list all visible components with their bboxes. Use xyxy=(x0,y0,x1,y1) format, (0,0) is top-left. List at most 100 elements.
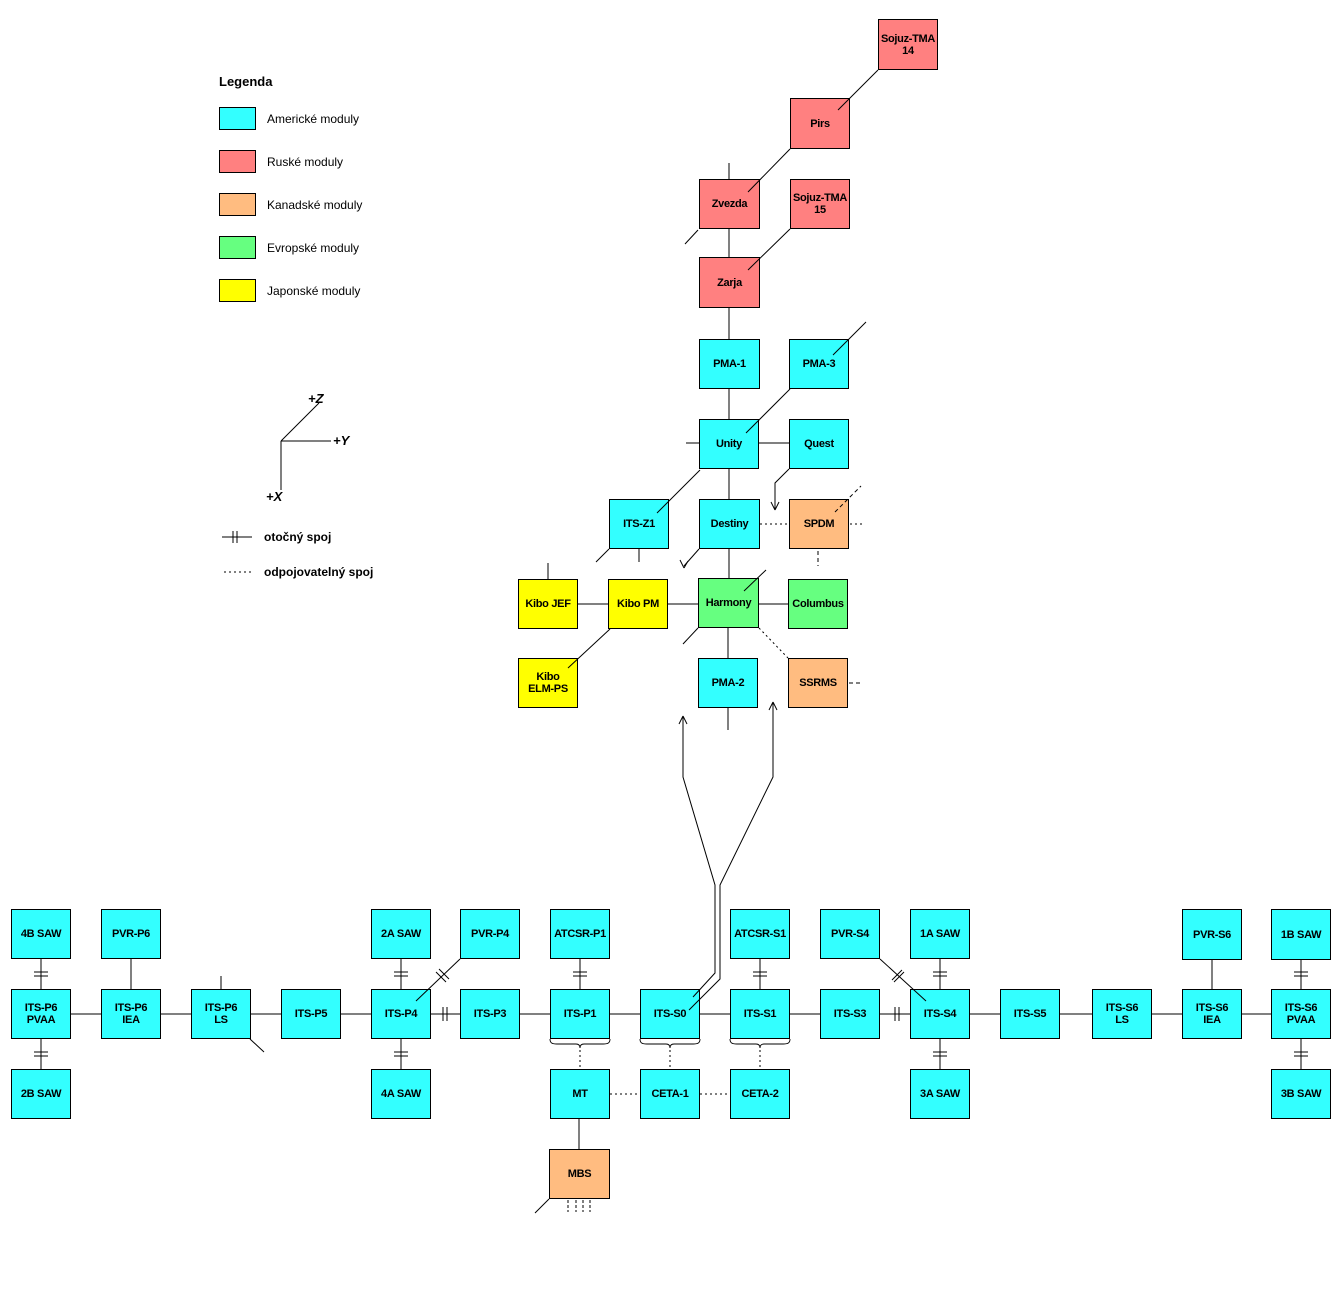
module-label: Zarja xyxy=(717,276,742,289)
module-label: PMA-1 xyxy=(713,358,746,370)
legend-swatch-japanese xyxy=(219,279,256,302)
module-2a-saw: 2A SAW xyxy=(371,909,431,959)
module-4a-saw: 4A SAW xyxy=(371,1069,431,1119)
axis-label-z: +Z xyxy=(308,391,324,406)
legend-item: Americké moduly xyxy=(219,107,362,130)
module-4b-saw: 4B SAW xyxy=(11,909,71,959)
module-label: 2A SAW xyxy=(381,928,421,940)
module-label: MBS xyxy=(567,1168,592,1180)
module-label: ATCSR-S1 xyxy=(734,928,786,940)
module-pirs: Pirs xyxy=(790,98,850,149)
module-destiny: Destiny xyxy=(699,499,760,549)
module-3b-saw: 3B SAW xyxy=(1271,1069,1331,1119)
module-label: 1B SAW xyxy=(1280,928,1322,941)
module-pvr-s4: PVR-S4 xyxy=(820,909,880,959)
module-its-p4: ITS-P4 xyxy=(371,989,431,1039)
module-label: PVR-P4 xyxy=(471,928,509,940)
module-its-s5: ITS-S5 xyxy=(1000,989,1060,1039)
module-label: PMA-3 xyxy=(802,358,836,370)
module-label: Sojuz-TMA 15 xyxy=(792,192,848,216)
module-label: Destiny xyxy=(710,518,749,530)
module-mt: MT xyxy=(550,1069,610,1119)
module-label: SSRMS xyxy=(799,677,837,689)
module-label: Kibo ELM-PS xyxy=(528,671,568,695)
module-label: SPDM xyxy=(803,518,835,530)
module-label: ITS-S3 xyxy=(833,1008,867,1020)
module-label: 3B SAW xyxy=(1280,1088,1322,1100)
module-its-s6-ls: ITS-S6 LS xyxy=(1092,989,1152,1039)
module-atcsr-p1: ATCSR-P1 xyxy=(550,909,610,959)
module-its-s6-iea: ITS-S6 IEA xyxy=(1182,989,1242,1039)
module-label: Kibo PM xyxy=(617,598,659,610)
module-label: ATCSR-P1 xyxy=(554,928,606,940)
module-pvr-s6: PVR-S6 xyxy=(1182,909,1242,960)
legend-swatch-european xyxy=(219,236,256,259)
module-zvezda: Zvezda xyxy=(699,179,760,229)
module-label: 2B SAW xyxy=(20,1088,62,1100)
module-its-s0: ITS-S0 xyxy=(640,989,700,1039)
legend-title: Legenda xyxy=(219,74,273,89)
module-label: ITS-P1 xyxy=(563,1008,597,1020)
module-label: ITS-S4 xyxy=(923,1008,957,1020)
module-3a-saw: 3A SAW xyxy=(910,1069,970,1119)
module-label: ITS-S1 xyxy=(743,1008,777,1020)
module-1b-saw: 1B SAW xyxy=(1271,909,1331,960)
module-label: PMA-2 xyxy=(711,677,745,689)
module-label: ITS-P6 PVAA xyxy=(24,1002,58,1026)
module-2b-saw: 2B SAW xyxy=(11,1069,71,1119)
module-atcsr-s1: ATCSR-S1 xyxy=(730,909,790,959)
module-mbs: MBS xyxy=(549,1149,610,1199)
module-label: Zvezda xyxy=(711,198,748,210)
module-label: Harmony xyxy=(705,597,752,609)
module-pvr-p6: PVR-P6 xyxy=(101,909,161,959)
module-label: ITS-S5 xyxy=(1013,1008,1047,1020)
module-label: ITS-S0 xyxy=(653,1008,687,1020)
module-quest: Quest xyxy=(789,419,849,469)
module-label: Columbus xyxy=(792,598,844,610)
module-its-s3: ITS-S3 xyxy=(820,989,880,1039)
module-its-s6-pvaa: ITS-S6 PVAA xyxy=(1271,989,1331,1039)
module-ceta-2: CETA-2 xyxy=(730,1069,790,1119)
module-label: PVR-S6 xyxy=(1193,928,1231,941)
module-label: 4A SAW xyxy=(381,1088,421,1100)
module-kibo-elm-ps: Kibo ELM-PS xyxy=(518,658,578,708)
module-label: ITS-P3 xyxy=(473,1008,507,1020)
module-label: 1A SAW xyxy=(920,928,960,940)
legend-item: Japonské moduly xyxy=(219,279,362,302)
module-label: ITS-P6 IEA xyxy=(114,1002,148,1026)
detachable-joint-label: odpojovatelný spoj xyxy=(264,565,374,579)
axis-label-y: +Y xyxy=(333,433,350,448)
module-zarja: Zarja xyxy=(699,257,760,308)
legend-label: Ruské moduly xyxy=(267,154,344,169)
module-label: ITS-P5 xyxy=(294,1008,328,1020)
module-columbus: Columbus xyxy=(788,579,848,629)
module-label: ITS-P6 LS xyxy=(204,1002,238,1026)
module-unity: Unity xyxy=(699,419,759,469)
module-label: ITS-S6 PVAA xyxy=(1284,1002,1318,1026)
module-ceta-1: CETA-1 xyxy=(640,1069,700,1119)
module-sojuz-tma-15: Sojuz-TMA 15 xyxy=(790,179,850,229)
module-label: Pirs xyxy=(810,117,830,130)
module-label: ITS-P4 xyxy=(384,1008,418,1020)
legend-label: Japonské moduly xyxy=(267,283,361,298)
module-label: CETA-2 xyxy=(741,1088,779,1100)
module-label: PVR-P6 xyxy=(112,928,150,940)
module-label: ITS-Z1 xyxy=(623,518,655,530)
legend-item: Evropské moduly xyxy=(219,236,362,259)
axis-label-x: +X xyxy=(266,489,283,504)
legend-item: Ruské moduly xyxy=(219,150,362,173)
module-its-z1: ITS-Z1 xyxy=(609,499,669,549)
module-label: PVR-S4 xyxy=(831,928,869,940)
module-label: Sojuz-TMA 14 xyxy=(880,32,936,57)
module-its-p6-ls: ITS-P6 LS xyxy=(191,989,251,1039)
module-label: 4B SAW xyxy=(20,928,62,940)
module-its-p3: ITS-P3 xyxy=(460,989,520,1039)
legend-swatch-american xyxy=(219,107,256,130)
module-spdm: SPDM xyxy=(789,499,849,549)
module-label: Unity xyxy=(715,438,742,450)
legend-swatch-canadian xyxy=(219,193,256,216)
module-pma-2: PMA-2 xyxy=(698,658,758,708)
module-kibo-jef: Kibo JEF xyxy=(518,579,578,629)
